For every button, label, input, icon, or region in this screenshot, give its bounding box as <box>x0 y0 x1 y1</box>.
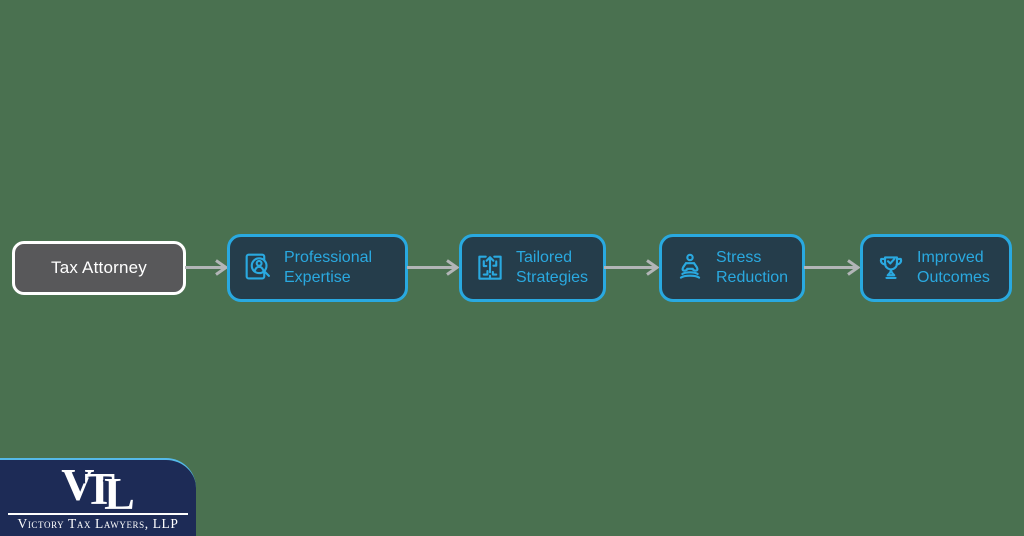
logo-divider <box>8 513 188 515</box>
meditation-icon <box>673 251 707 285</box>
node-improved-outcomes: Improved Outcomes <box>860 234 1012 302</box>
node-label: Professional Expertise <box>284 249 373 286</box>
maze-strategy-icon <box>473 251 507 285</box>
node-label: Tailored Strategies <box>516 249 589 286</box>
node-label: Tax Attorney <box>51 258 147 277</box>
vtl-monogram: VTL <box>61 459 135 519</box>
trophy-check-icon <box>874 251 908 285</box>
node-label: Improved Outcomes <box>917 249 990 286</box>
flow-arrow <box>804 259 861 276</box>
node-tailored-strategies: Tailored Strategies <box>459 234 606 302</box>
node-stress-reduction: Stress Reduction <box>659 234 805 302</box>
victory-tax-lawyers-logo: VTL Victory Tax Lawyers, LLP <box>0 458 196 536</box>
node-label: Stress Reduction <box>716 249 789 286</box>
node-tax-attorney: Tax Attorney <box>12 241 186 295</box>
flow-arrow <box>407 259 460 276</box>
flow-arrow <box>604 259 660 276</box>
flow-arrow <box>185 259 229 276</box>
person-search-document-icon <box>241 251 275 285</box>
company-name: Victory Tax Lawyers, LLP <box>17 516 179 531</box>
node-professional-expertise: Professional Expertise <box>227 234 408 302</box>
